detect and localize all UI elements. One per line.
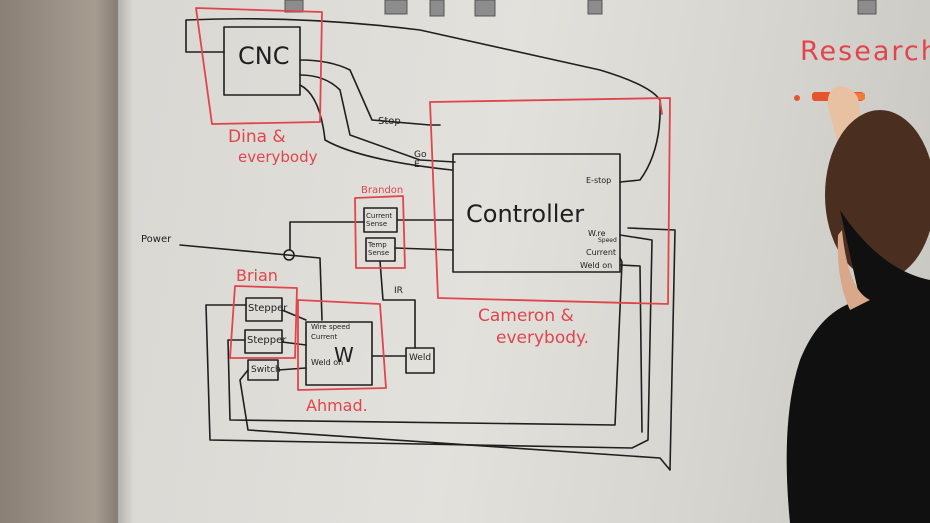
temp-sense-label: Temp Sense <box>368 241 390 257</box>
dina-label-2: everybody <box>238 148 318 166</box>
brandon-outline <box>354 195 406 269</box>
go-signal-label-2: E <box>414 160 420 170</box>
w-label: W <box>334 343 354 367</box>
brandon-label: Brandon <box>361 185 404 196</box>
cameron-label: Cameron & <box>478 306 574 326</box>
ahmad-outline <box>297 299 387 391</box>
w-box <box>305 321 373 386</box>
whiteboard-edge <box>118 0 134 523</box>
current-signal-label: Current <box>586 248 617 257</box>
controller-box <box>452 153 621 273</box>
ahmad-label: Ahmad. <box>306 396 368 415</box>
brian-outline <box>229 285 298 359</box>
magnets <box>284 0 877 17</box>
weld-box <box>405 347 435 374</box>
stop-signal-label: Stop <box>378 116 401 127</box>
stepper-2-label: Stepper <box>247 335 287 346</box>
wall <box>0 0 135 523</box>
cameron-label-2: everybody. <box>496 328 590 348</box>
dina-label: Dina & <box>228 127 286 147</box>
e-stop-label: E-stop <box>586 176 612 185</box>
research-heading: Research <box>800 36 930 67</box>
cnc-box <box>223 26 301 96</box>
w-weld-on-label: Weld on <box>311 358 344 367</box>
cnc-label: CNC <box>238 42 290 70</box>
cameron-outline <box>429 97 671 305</box>
switch-label: Switch <box>251 365 281 375</box>
wire-speed-label: W.re <box>588 229 606 238</box>
w-current-label: Current <box>311 333 338 341</box>
weld-label: Weld <box>409 353 432 363</box>
go-signal-label: Go <box>414 150 427 160</box>
weld-on-signal-label: Weld on <box>580 261 613 270</box>
current-sense-label: Current Sense <box>366 212 393 228</box>
w-wire-speed-label: Wire speed <box>311 323 351 331</box>
controller-label: Controller <box>466 200 585 228</box>
stepper-1-label: Stepper <box>248 303 288 314</box>
power-label: Power <box>141 234 172 245</box>
wire-speed-label-2: Speed <box>598 237 617 244</box>
ir-label: IR <box>394 286 403 296</box>
dina-outline <box>195 7 323 125</box>
brian-label: Brian <box>236 266 278 285</box>
